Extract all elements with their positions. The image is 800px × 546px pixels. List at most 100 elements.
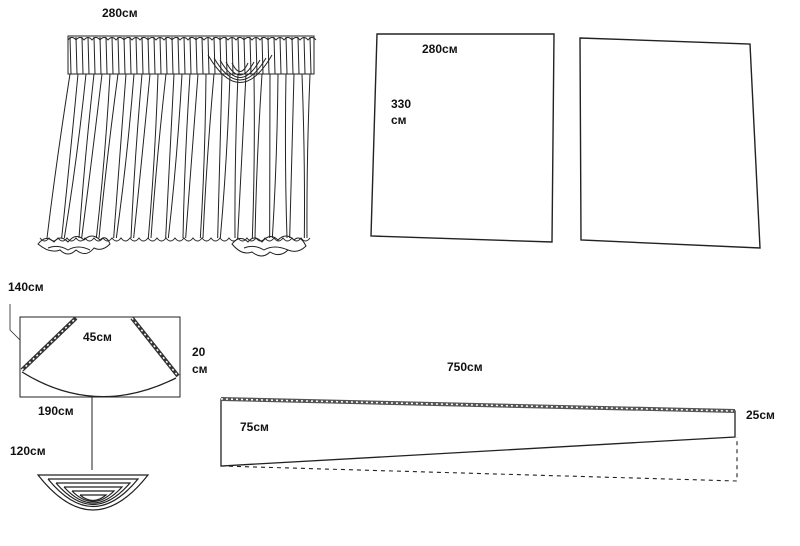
swag-bottom-arc — [21, 371, 177, 398]
curtain-fold-line — [130, 73, 143, 239]
jabot-fold-5 — [79, 494, 108, 502]
curtain-hem — [39, 237, 311, 242]
heading-pleat-line — [189, 36, 192, 75]
panel-width-label: 280см — [422, 42, 458, 56]
swag-bounding-box — [19, 316, 181, 398]
jabot-fold-2 — [55, 482, 132, 505]
curtain-fold-line — [185, 73, 199, 239]
swag-side-value: 20 — [192, 345, 206, 359]
heading-pleat-line — [129, 36, 132, 75]
panel-outlines — [370, 33, 761, 249]
curtain-fold-line — [95, 73, 111, 239]
curtain-fold-line — [251, 73, 255, 239]
swag-pattern — [9, 304, 181, 470]
curtain-fold-line — [133, 73, 151, 239]
heading-pleat-line — [147, 36, 150, 75]
heading-pleat-line — [135, 36, 138, 75]
heading-pleat-line — [99, 36, 102, 75]
heading-pleat-line — [255, 36, 258, 75]
heading-pleat-line — [159, 36, 162, 75]
heading-pleat-line — [111, 36, 114, 75]
swag-top-label: 140см — [8, 280, 44, 294]
curtain-fold-line — [237, 73, 247, 239]
curtain-fold-line — [81, 73, 103, 239]
heading-pleat-line — [171, 36, 174, 75]
swag-left-edge — [20, 316, 78, 372]
heading-pleat-line — [267, 36, 270, 75]
curtain-width-label: 280см — [102, 6, 138, 20]
curtain-fold-line — [98, 73, 119, 239]
curtain-fold-line — [150, 73, 167, 239]
heading-pleats — [67, 36, 317, 75]
valance-left-height-label: 75см — [240, 420, 269, 434]
heading-pleat-line — [231, 36, 234, 75]
heading-pleat-line — [237, 36, 240, 75]
swag-side-unit: см — [192, 362, 208, 376]
curtain-fold-line — [167, 73, 183, 239]
heading-pleat-line — [183, 36, 186, 75]
curtain-fold-line — [78, 73, 95, 239]
heading-pleat-line — [273, 36, 276, 75]
curtain-fold-line — [202, 73, 215, 239]
heading-pleat-line — [93, 36, 96, 75]
heading-pleat-line — [279, 36, 282, 75]
swag-top-leader — [9, 304, 21, 341]
curtain-folds — [39, 73, 311, 242]
valance-length-label: 750см — [447, 360, 483, 374]
curtain-fold-line — [217, 73, 223, 239]
swag-bottom-label: 190см — [38, 404, 74, 418]
heading-pleat-line — [291, 36, 294, 75]
heading-swag — [207, 54, 273, 83]
curtain-fold-line — [199, 73, 207, 239]
curtain-panel-1 — [370, 33, 555, 243]
valance-pattern — [220, 397, 738, 482]
curtain-fold-line — [61, 73, 79, 239]
heading-pleat-line — [177, 36, 180, 75]
valance-top-stitch — [220, 398, 736, 412]
heading-pleat-line — [303, 36, 306, 75]
curtain-fold-line — [306, 73, 311, 239]
curtain-fold-line — [113, 73, 127, 239]
curtain-fold-line — [115, 73, 135, 239]
valance-right-height-label: 25см — [746, 408, 775, 422]
heading-pleat-line — [105, 36, 108, 75]
jabot-pattern — [36, 474, 150, 511]
heading-pleat-line — [123, 36, 126, 75]
curtain-fold-line — [301, 73, 306, 239]
heading-pleat-line — [69, 36, 72, 75]
jabot-fold-1 — [47, 478, 140, 508]
heading-pleat-line — [153, 36, 156, 75]
swag-right-edge-stitch — [131, 317, 179, 377]
curtain-fold-line — [147, 73, 159, 239]
tie-back-right — [231, 235, 307, 257]
curtain-fold-line — [219, 73, 231, 239]
heading-pleat-line — [195, 36, 198, 75]
curtain-fold-line — [284, 73, 288, 239]
jabot-label: 120см — [10, 444, 46, 458]
curtain-fold-line — [289, 73, 295, 239]
heading-pleat-line — [201, 36, 204, 75]
heading-pleat-line — [213, 36, 216, 75]
heading-pleat-line — [225, 36, 228, 75]
curtain-illustration — [37, 35, 317, 257]
heading-scallop — [67, 37, 317, 41]
heading-pleat-line — [81, 36, 84, 75]
heading-pleat-line — [165, 36, 168, 75]
curtain-panel-2 — [579, 37, 761, 249]
tie-back-left — [37, 235, 111, 255]
panel-height-unit: см — [391, 113, 407, 127]
heading-pleat-line — [141, 36, 144, 75]
curtain-fold-line — [271, 73, 279, 239]
curtain-fold-line — [254, 73, 263, 239]
heading-pleat-line — [285, 36, 288, 75]
valance-top-band — [220, 397, 736, 413]
valance-dashed-extension — [220, 437, 738, 482]
heading-pleat-line — [87, 36, 90, 75]
jabot-fold-3 — [63, 486, 124, 504]
heading-pleat-line — [75, 36, 78, 75]
curtain-fold-line — [46, 73, 71, 239]
jabot-outline — [36, 474, 150, 511]
curtain-fold-line — [165, 73, 175, 239]
